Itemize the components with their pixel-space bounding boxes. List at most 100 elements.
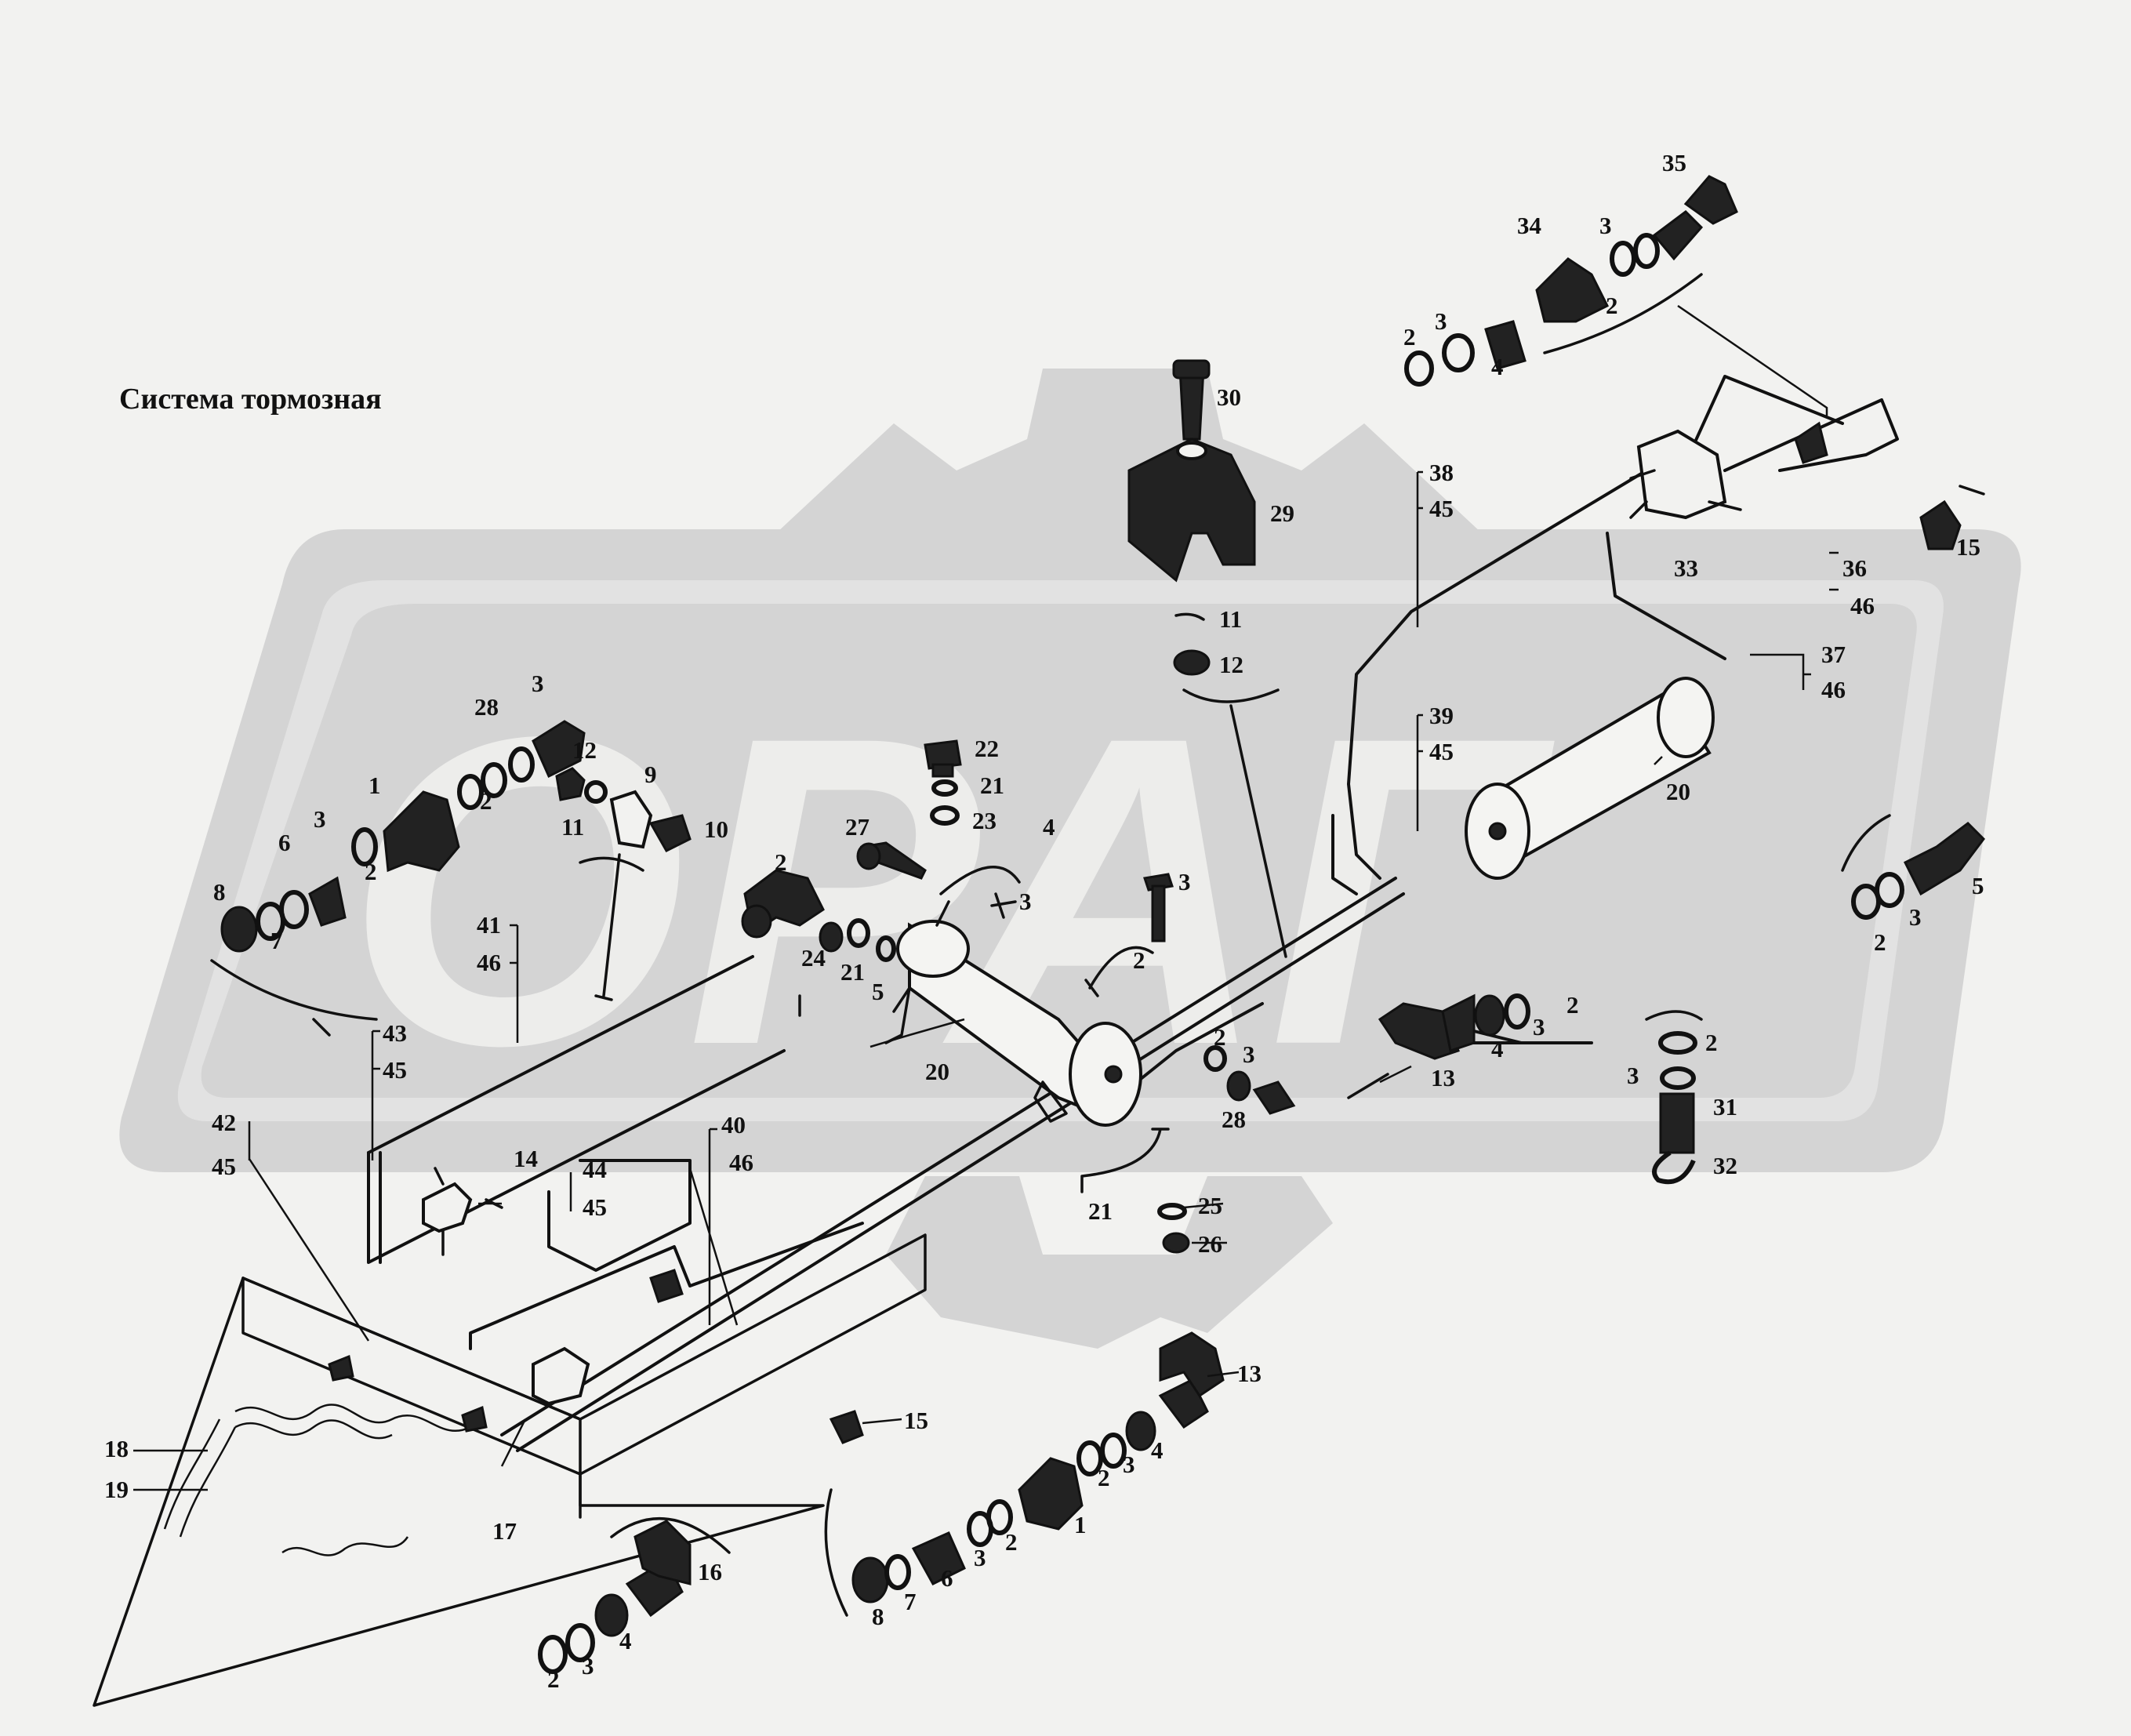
part-label-32: 32 xyxy=(1713,1152,1737,1179)
part-label-45: 45 xyxy=(583,1193,607,1221)
part-label-40: 40 xyxy=(721,1111,746,1139)
part-label-2: 2 xyxy=(1566,991,1579,1019)
part-label-33: 33 xyxy=(1674,554,1698,582)
part-label-2: 5 xyxy=(872,978,884,1005)
part-label-46: 46 xyxy=(477,949,501,976)
part-label-46: 46 xyxy=(729,1149,753,1176)
part-label-19: 19 xyxy=(104,1476,129,1503)
part-label-7: 7 xyxy=(270,927,283,954)
part-label-12: 12 xyxy=(572,736,597,764)
leader-lines xyxy=(133,470,1839,1491)
part-label-21: 4 xyxy=(1043,813,1055,841)
part-label-21: 2 xyxy=(1133,946,1145,974)
part-label-8: 8 xyxy=(213,878,226,906)
part-label-46: 46 xyxy=(1821,676,1846,703)
part-label-10: 10 xyxy=(704,815,728,843)
part-label-5: 3 xyxy=(532,670,544,697)
part-label-3: 3 xyxy=(1123,1451,1135,1478)
part-label-3: 3 xyxy=(1435,307,1447,335)
mid-right-fittings xyxy=(1347,993,1703,1185)
air-reservoir-right xyxy=(1465,677,1715,880)
part-label-4: 4 xyxy=(619,1627,632,1654)
part-label-38: 38 xyxy=(1429,459,1454,486)
part-label-3: 21 xyxy=(840,958,865,986)
bottom-center-fittings xyxy=(824,1331,1225,1617)
part-label-3: 3 xyxy=(1599,212,1612,239)
part-label-35: 35 xyxy=(1662,149,1686,176)
part-label-20: 20 xyxy=(925,1058,949,1085)
part-label-22: 27 xyxy=(845,813,869,841)
part-label-2: 23 xyxy=(972,807,997,834)
part-label-4: 24 xyxy=(801,944,826,972)
top-right-fittings xyxy=(1404,175,1828,416)
air-reservoir-center xyxy=(884,920,1142,1127)
part-label-20: 20 xyxy=(1666,778,1690,805)
part-label-12: 12 xyxy=(1219,651,1243,678)
part-label-29: 29 xyxy=(1270,499,1294,527)
part-label-2: 2 xyxy=(365,858,377,885)
part-label-7: 7 xyxy=(904,1588,917,1615)
part-label-30: 30 xyxy=(1217,383,1241,411)
right-fittings-5 xyxy=(1841,814,1985,920)
part-label-2: 2 xyxy=(1606,292,1618,319)
part-label-28: 22 xyxy=(975,735,999,762)
part-label-23: 3 xyxy=(1019,888,1032,915)
part-label-14: 14 xyxy=(514,1145,538,1172)
part-label-1: 1 xyxy=(1074,1511,1087,1538)
part-label-2: 2 xyxy=(480,787,492,815)
part-label-3: 3 xyxy=(314,805,326,833)
watermark-frame: ОРАГ xyxy=(119,529,2021,1172)
part-label-24: 3 xyxy=(1178,868,1191,895)
part-label-42: 42 xyxy=(212,1109,236,1136)
part-label-43: 43 xyxy=(383,1019,407,1047)
part-label-15: 15 xyxy=(1956,533,1980,561)
clamps xyxy=(935,865,1170,1193)
part-label-6: 6 xyxy=(278,829,291,856)
chassis-frame xyxy=(93,1233,927,1707)
part-label-8: 8 xyxy=(872,1603,884,1630)
part-label-5: 5 xyxy=(1972,872,1984,899)
bottom-left-fittings xyxy=(538,1516,731,1674)
part-label-3: 3 xyxy=(1533,1013,1545,1041)
part-labels: 35 34 3 2 2 3 4 30 29 11 12 38 45 33 15 … xyxy=(104,149,1984,1693)
bracket-assembly-29-30 xyxy=(1127,359,1287,958)
part-label-36: 36 xyxy=(1842,554,1867,582)
part-label-3: 3 xyxy=(582,1652,594,1680)
part-label-3: 28 xyxy=(474,693,499,721)
part-label-45: 45 xyxy=(212,1153,236,1180)
part-label-18: 18 xyxy=(104,1435,129,1462)
part-label-39: 39 xyxy=(1429,702,1454,729)
part-label-2: 2 xyxy=(1005,1528,1018,1556)
part-label-13: 13 xyxy=(1237,1360,1262,1387)
part-label-45: 45 xyxy=(383,1056,407,1084)
part-label-28: 28 xyxy=(1222,1106,1246,1133)
part-label-9: 9 xyxy=(644,761,657,788)
part-label-3: 3 xyxy=(1627,1062,1639,1089)
part-label-3: 3 xyxy=(974,1544,986,1571)
part-label-2: 2 xyxy=(1214,1023,1226,1051)
part-label-41: 41 xyxy=(477,911,501,939)
part-label-2: 2 xyxy=(1705,1029,1718,1056)
part-label-4: 4 xyxy=(1151,1436,1164,1464)
part-label-4: 4 xyxy=(1491,1035,1504,1062)
part-label-27: 2 xyxy=(775,848,787,876)
valve-33 xyxy=(1629,421,1985,550)
part-label-46: 46 xyxy=(1850,592,1875,619)
part-label-25: 25 xyxy=(1198,1192,1222,1219)
part-label-2: 2 xyxy=(1874,928,1886,956)
part-label-2: 2 xyxy=(1403,323,1416,350)
part-label-16: 16 xyxy=(698,1558,722,1585)
part-label-17: 17 xyxy=(492,1517,517,1545)
part-label-11: 11 xyxy=(1219,605,1242,633)
diagram-title: Система тормозная xyxy=(119,383,382,416)
part-label-11: 11 xyxy=(561,813,584,841)
part-label-3: 3 xyxy=(1243,1041,1255,1068)
part-label-2: 2 xyxy=(1098,1464,1110,1491)
part-label-31: 31 xyxy=(1713,1093,1737,1120)
part-label-21: 21 xyxy=(1088,1197,1113,1225)
watermark-text: ОРАГ xyxy=(345,645,1557,1136)
part-label-15: 15 xyxy=(904,1407,928,1434)
part-label-6: 6 xyxy=(941,1564,953,1592)
left-fittings-group xyxy=(210,720,692,1037)
